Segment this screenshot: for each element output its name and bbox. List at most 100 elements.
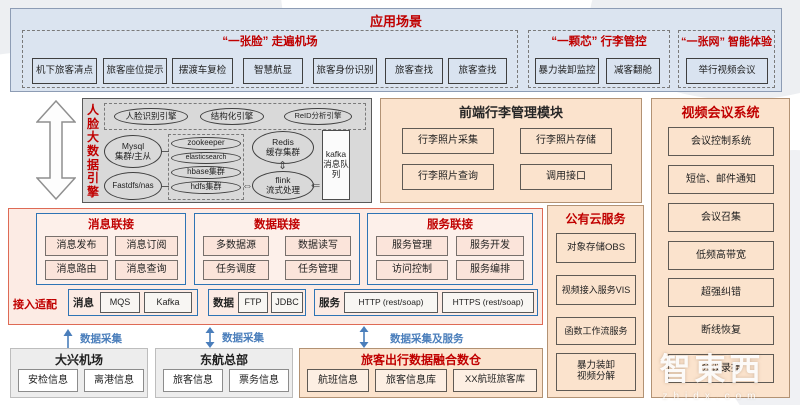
daxing-airport-title: 大兴机场 (54, 353, 103, 367)
watermark-logo: 智東西 (659, 352, 765, 387)
face-engine-label: 人脸大数据引擎 (86, 103, 99, 200)
video-item: 超强纠错 (668, 278, 774, 307)
engine-top-row (104, 103, 366, 130)
adapter-group-data (208, 289, 306, 316)
baggage-item: 行李照片采集 (402, 128, 494, 154)
collect-left-label: 数据采集 (80, 333, 122, 345)
message-link-title: 消息联接 (88, 219, 134, 231)
scenario-group-net-title: “一张网” 智能体验 (680, 36, 773, 48)
integration-item: 数据读写 (285, 236, 351, 256)
adapter-group-data-label: 数据 (213, 297, 234, 309)
scenario-item: 智慧航显 (243, 58, 303, 84)
video-item: 会议召集 (668, 203, 774, 232)
ceair-hq-title: 东航总部 (199, 353, 248, 367)
scenario-item: 旅客座位提示 (103, 58, 167, 84)
video-item: 低频高带宽 (668, 241, 774, 270)
integration-item: 任务调度 (203, 260, 269, 280)
video-conference-title: 视频会议系统 (681, 105, 760, 120)
collect-arrow-mid (205, 327, 215, 348)
data-link-title: 数据联接 (254, 219, 300, 231)
scenario-item: 旅客查找 (448, 58, 507, 84)
scenario-item: 减客翻舱 (606, 58, 660, 84)
adapter-group-service-label: 服务 (319, 297, 340, 309)
hdfs-flink-arrow: ⇔ (242, 180, 253, 192)
video-item: 会议录播 (668, 354, 774, 383)
integration-item: 服务编排 (456, 260, 524, 280)
integration-item: 访问控制 (376, 260, 448, 280)
cloud-item: 暴力装卸 视频分解 (556, 353, 636, 391)
source-item: 航班信息 (307, 369, 369, 392)
adapter-item: HTTPS (rest/soap) (442, 292, 534, 313)
watermark-domain: zhidx.com (662, 391, 762, 402)
scenario-group-chip (528, 30, 670, 88)
cloud-item: 函数工作流服务 (556, 317, 636, 345)
integration-item: 任务管理 (285, 260, 351, 280)
hdfs-cluster: hdfs集群 (171, 181, 241, 194)
source-item: XX航班旅客库 (453, 369, 537, 392)
cloud-item: 视频接入服务VIS (556, 275, 636, 305)
app-scenarios-title: 应用场景 (369, 14, 422, 29)
scenario-item: 摆渡车复检 (172, 58, 233, 84)
scenario-group-face (22, 30, 518, 88)
collect-mid-label: 数据采集 (222, 332, 264, 344)
adapter-item: FTP (238, 292, 268, 313)
source-item: 票务信息 (229, 369, 289, 392)
hadoop-cluster-group (168, 134, 244, 200)
integration-item: 消息路由 (45, 260, 108, 280)
collect-right-label: 数据采集及服务 (390, 333, 464, 345)
source-item: 离港信息 (84, 369, 144, 392)
adapter-item: Kafka (144, 292, 192, 313)
scenario-group-chip-title: “一颗芯” 行李管控 (551, 36, 647, 48)
hbase-cluster: hbase集群 (171, 166, 241, 179)
scenario-group-net (678, 30, 775, 88)
video-item: 短信、邮件通知 (668, 165, 774, 194)
connector-mysql-cluster (162, 151, 169, 152)
zookeeper: zookeeper (171, 137, 241, 150)
source-item: 旅客信息 (163, 369, 223, 392)
adapter-group-service (314, 289, 538, 316)
service-link-title: 服务联接 (427, 219, 473, 231)
integration-item: 服务管理 (376, 236, 448, 256)
adapter-item: HTTP (rest/soap) (344, 292, 438, 313)
integration-item: 消息发布 (45, 236, 108, 256)
vertical-double-arrow (36, 100, 76, 200)
scenario-item: 旅客查找 (385, 58, 443, 84)
connector-fastdfs-cluster (162, 186, 169, 187)
video-item: 断线恢复 (668, 316, 774, 345)
collect-arrow-right (359, 326, 369, 348)
adapter-item: MQS (100, 292, 140, 313)
travel-warehouse-title: 旅客出行数据融合数仓 (360, 353, 481, 367)
scenario-group-face-title: “一张脸” 走遍机场 (222, 36, 318, 48)
integration-item: 消息订阅 (115, 236, 178, 256)
scenario-item: 举行视频会议 (686, 58, 768, 84)
baggage-item: 行李照片存储 (520, 128, 612, 154)
fastdfs-nas: Fastdfs/nas (104, 172, 162, 200)
flink-processing: flink 流式处理 (252, 171, 314, 200)
adapter-group-message (68, 289, 198, 316)
adapter-group-message-label: 消息 (73, 297, 94, 309)
video-item: 会议控制系统 (668, 127, 774, 156)
baggage-item: 调用接口 (520, 164, 612, 190)
mysql-cluster: Mysql 集群/主从 (104, 135, 162, 168)
baggage-module-title: 前端行李管理模块 (458, 105, 563, 120)
redis-cluster: Redis 缓存集群 (252, 131, 314, 164)
collect-arrow-left (63, 329, 73, 348)
reid-engine: ReID分析引擎 (284, 108, 352, 125)
cloud-item: 对象存储OBS (556, 233, 636, 263)
baggage-item: 行李照片查询 (402, 164, 494, 190)
public-cloud-title: 公有云服务 (565, 212, 626, 226)
scenario-item: 机下旅客清点 (32, 58, 97, 84)
kafka-queue: kafka消息队列 (322, 130, 350, 200)
integration-item: 多数据源 (203, 236, 269, 256)
adapter-item: JDBC (271, 292, 303, 313)
integration-item: 消息查询 (115, 260, 178, 280)
integration-item: 服务开发 (456, 236, 524, 256)
redis-flink-arrow: ⇕ (278, 160, 288, 172)
structuring-engine: 结构化引擎 (200, 108, 264, 125)
source-item: 旅客信息库 (375, 369, 447, 392)
zhidx-watermark: 智東西 zhidx.com (628, 344, 796, 402)
face-recognition-engine: 人脸识别引擎 (114, 108, 188, 125)
adapter-label: 接入适配 (13, 299, 57, 311)
source-item: 安检信息 (18, 369, 78, 392)
